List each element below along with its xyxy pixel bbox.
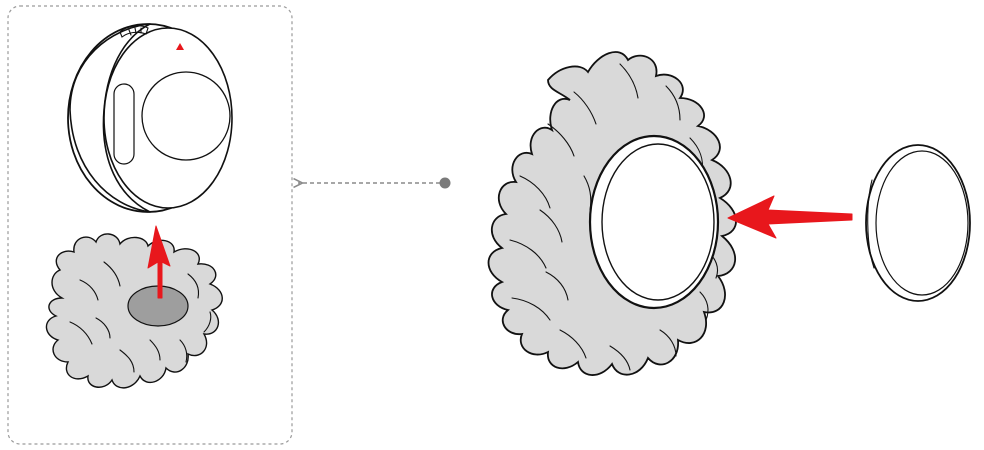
windscreen-fur-small xyxy=(46,234,222,388)
microphone-body xyxy=(68,24,232,212)
windscreen-fur-ring xyxy=(489,52,737,375)
callout-dot xyxy=(440,178,451,189)
push-arrow xyxy=(728,196,852,238)
magnetic-ring xyxy=(866,145,970,301)
